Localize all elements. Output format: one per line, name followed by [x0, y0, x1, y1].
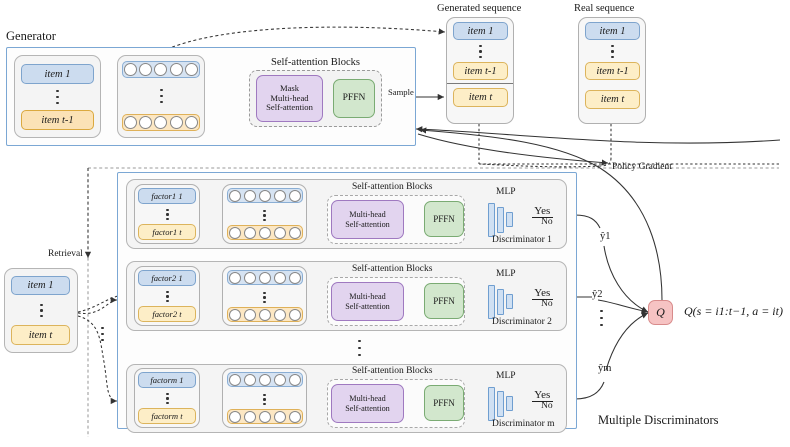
discriminator-rows-ellipsis: [358, 340, 361, 356]
discriminator-2-attention-block: Multi-head Self-attention: [331, 282, 404, 321]
real-item-1: item 1: [585, 22, 640, 40]
discriminator-2-self-attention-title: Self-attention Blocks: [352, 264, 433, 274]
sample-label: Sample: [388, 87, 414, 97]
discriminator-m-factor-dots: [166, 393, 169, 404]
discriminator-2-mlp-bar-1: [488, 285, 495, 319]
generated-item-t-minus-1: item t-1: [453, 62, 508, 80]
scores-ellipsis: [600, 310, 603, 326]
discriminator-m-score: ŷm: [598, 363, 612, 374]
discriminator-2-score: ŷ2: [592, 289, 603, 300]
generator-embedding-row-first: [122, 61, 200, 78]
discriminator-2-factor-first: factor2 1: [138, 270, 196, 286]
discriminator-m-name: Discriminator m: [492, 419, 555, 429]
real-item-t: item t: [585, 90, 640, 109]
discriminator-2-pffn-block: PFFN: [424, 283, 464, 319]
discriminator-1-factor-last: factor1 t: [138, 224, 196, 240]
discriminator-1-attention-block: Multi-head Self-attention: [331, 200, 404, 239]
generated-item-1: item 1: [453, 22, 508, 40]
retrieval-label: Retrieval: [48, 249, 83, 259]
generated-sequence-dots: [479, 45, 482, 58]
generator-mask-attention-block: Mask Multi-head Self-attention: [256, 75, 323, 122]
discriminator-2-mlp-bar-2: [497, 289, 504, 315]
discriminator-1-mlp-bar-1: [488, 203, 495, 237]
generator-item-first: item 1: [21, 64, 94, 84]
multiple-discriminators-label: Multiple Discriminators: [598, 413, 719, 427]
discriminator-1-output: Yes No: [532, 206, 553, 228]
generated-item-t: item t: [453, 88, 508, 107]
retrieval-source-dots: [40, 304, 43, 317]
discriminator-2-embedding-row-last: [227, 307, 303, 322]
retrieval-item-1: item 1: [11, 276, 70, 295]
discriminator-m-mlp-label: MLP: [496, 371, 516, 381]
discriminator-m-factor-first: factorm 1: [138, 372, 196, 388]
discriminator-1-embedding-row-last: [227, 225, 303, 240]
real-sequence-dots: [611, 45, 614, 58]
generated-sequence-divider: [447, 83, 513, 84]
discriminator-m-embedding-row-first: [227, 372, 303, 387]
generator-label: Generator: [6, 29, 56, 43]
q-formula: Q(s = i1:t−1, a = it): [684, 304, 783, 318]
discriminator-2-mlp-bar-3: [506, 294, 513, 309]
discriminator-1-name: Discriminator 1: [492, 235, 552, 245]
discriminator-1-mlp-bar-3: [506, 212, 513, 227]
generator-pffn-block: PFFN: [333, 79, 375, 118]
discriminator-1-mlp-bar-2: [497, 207, 504, 233]
generator-embedding-row-last: [122, 114, 200, 131]
discriminator-m-pffn-block: PFFN: [424, 385, 464, 421]
generator-item-last: item t-1: [21, 110, 94, 130]
discriminator-2-output: Yes No: [532, 288, 553, 310]
discriminator-m-factor-last: factorm t: [138, 408, 196, 424]
policy-gradient-label: Policy Gradient: [612, 162, 672, 172]
generator-self-attention-title: Self-attention Blocks: [271, 57, 360, 68]
discriminator-2-factor-last: factor2 t: [138, 306, 196, 322]
real-sequence-label: Real sequence: [574, 3, 635, 14]
discriminator-1-embedding-row-first: [227, 188, 303, 203]
discriminator-m-mlp-bar-1: [488, 387, 495, 421]
discriminator-m-self-attention-title: Self-attention Blocks: [352, 366, 433, 376]
discriminator-2-factor-dots: [166, 291, 169, 302]
discriminator-1-self-attention-title: Self-attention Blocks: [352, 182, 433, 192]
discriminator-m-embedding-dots: [263, 394, 266, 405]
retrieval-item-t: item t: [11, 325, 70, 345]
discriminator-m-output: Yes No: [532, 390, 553, 412]
q-value-block: Q: [648, 300, 673, 325]
discriminator-2-embedding-row-first: [227, 270, 303, 285]
generated-sequence-label: Generated sequence: [437, 3, 522, 14]
discriminator-1-mlp-label: MLP: [496, 187, 516, 197]
discriminator-m-mlp-bar-3: [506, 396, 513, 411]
discriminator-2-embedding-dots: [263, 292, 266, 303]
discriminator-m-mlp-bar-2: [497, 391, 504, 417]
discriminator-2-mlp-label: MLP: [496, 269, 516, 279]
real-item-t-minus-1: item t-1: [585, 62, 640, 80]
retrieval-fanout-dots: [101, 327, 104, 341]
discriminator-1-factor-dots: [166, 209, 169, 220]
discriminator-1-score: ŷ1: [600, 231, 611, 242]
discriminator-2-name: Discriminator 2: [492, 317, 552, 327]
generator-embedding-dots: [160, 89, 163, 103]
discriminator-1-pffn-block: PFFN: [424, 201, 464, 237]
discriminator-m-embedding-row-last: [227, 409, 303, 424]
discriminator-m-attention-block: Multi-head Self-attention: [331, 384, 404, 423]
discriminator-1-factor-first: factor1 1: [138, 188, 196, 204]
discriminator-1-embedding-dots: [263, 210, 266, 221]
generator-input-dots: [56, 90, 59, 104]
